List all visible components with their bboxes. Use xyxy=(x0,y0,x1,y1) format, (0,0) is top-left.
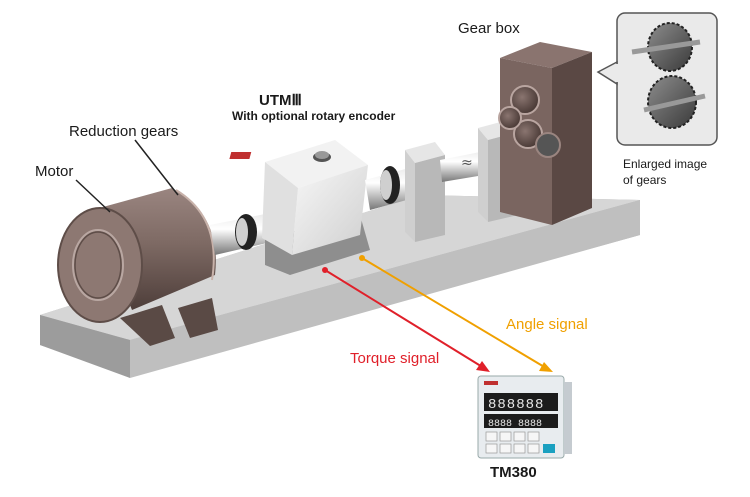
angle-signal-arrow xyxy=(359,255,553,372)
motor-leader xyxy=(75,179,111,213)
utm-subtitle: With optional rotary encoder xyxy=(232,109,396,123)
enlarged-label-line1: Enlarged image xyxy=(623,157,708,171)
seven-segment-display-icon xyxy=(484,393,558,428)
svg-text:8888 8888: 8888 8888 xyxy=(488,419,542,430)
tm380-label: TM380 xyxy=(490,464,537,481)
gear-icon xyxy=(631,22,706,129)
reduction-gears-label: Reduction gears xyxy=(69,123,179,140)
torque-signal-arrow xyxy=(322,267,490,372)
motor xyxy=(57,188,218,346)
gear-box xyxy=(498,42,592,225)
svg-text:≈: ≈ xyxy=(461,155,473,171)
enlarged-gears-callout xyxy=(596,12,718,146)
gear-box-label: Gear box xyxy=(458,20,520,37)
angle-signal-label: Angle signal xyxy=(506,316,588,333)
utm-title: UTMⅢ xyxy=(259,92,302,109)
enlarged-label-line2: of gears xyxy=(623,173,667,187)
torque-signal-label: Torque signal xyxy=(350,350,440,367)
tm380-indicator xyxy=(477,375,572,459)
utm-torque-sensor xyxy=(229,140,370,275)
drive-shaft-left xyxy=(210,212,280,255)
svg-text:888888: 888888 xyxy=(488,397,544,413)
reduction-gears-leader xyxy=(134,139,179,196)
bearing-block-1 xyxy=(405,142,445,242)
motor-label: Motor xyxy=(35,163,74,180)
